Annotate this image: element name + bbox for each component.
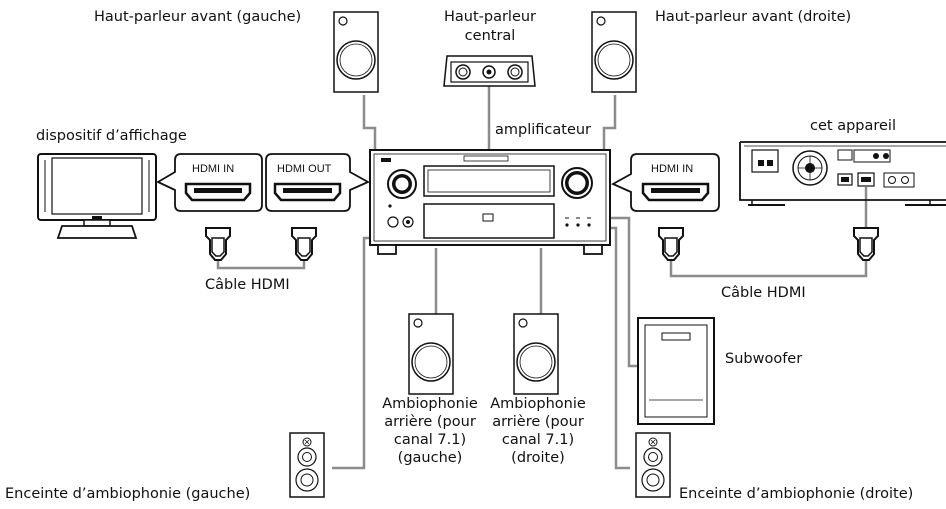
- rear-left-speaker: [408, 313, 454, 395]
- rear-left-label-line1: Ambiophonie: [382, 396, 478, 412]
- subwoofer-label: Subwoofer: [725, 351, 803, 367]
- display-hdmi-in-callout: [156, 153, 263, 212]
- center-speaker-label-line2: central: [464, 28, 516, 44]
- rear-right-speaker: [513, 313, 559, 395]
- surround-left-speaker: [289, 432, 325, 498]
- amplifier-label: amplificateur: [495, 122, 592, 138]
- wire-front-right: [602, 95, 617, 150]
- display-device: [37, 153, 157, 239]
- wire-subwoofer: [610, 216, 638, 368]
- front-right-speaker: [591, 11, 637, 93]
- display-device-label: dispositif d’affichage: [36, 128, 187, 144]
- hdmi-cable-left-label: Câble HDMI: [205, 277, 290, 293]
- amp-hdmi-in-callout: [610, 153, 720, 212]
- rear-right-label-line2: arrière (pour: [492, 414, 584, 430]
- center-speaker: [443, 55, 536, 87]
- amp-hdmi-out-port-label: HDMI OUT: [277, 163, 332, 175]
- rear-right-label-line3: canal 7.1): [501, 432, 575, 448]
- this-unit-label: cet appareil: [810, 118, 896, 134]
- this-unit-player: [739, 141, 946, 206]
- rear-left-label-line2: arrière (pour: [384, 414, 476, 430]
- hdmi-plug-unit: [853, 227, 879, 261]
- rear-right-label-line4: (droite): [511, 450, 565, 466]
- rear-left-label-line4: (gauche): [397, 450, 463, 466]
- front-left-speaker-label: Haut-parleur avant (gauche): [94, 9, 302, 25]
- hdmi-plug-display: [205, 227, 231, 261]
- hdmi-plug-amp-in: [658, 227, 684, 261]
- wire-hdmi-display-amp: [216, 259, 306, 270]
- display-hdmi-in-port-label: HDMI IN: [192, 163, 235, 175]
- hdmi-cable-right-label: Câble HDMI: [721, 285, 806, 301]
- amp-hdmi-out-callout: [265, 153, 371, 212]
- subwoofer-unit: [637, 317, 715, 425]
- center-speaker-label-line1: Haut-parleur: [443, 9, 537, 25]
- wire-surround-right: [610, 226, 630, 470]
- amp-hdmi-in-port-label: HDMI IN: [651, 163, 694, 175]
- rear-left-label-line3: canal 7.1): [393, 432, 467, 448]
- amplifier-unit: [369, 149, 611, 255]
- wire-front-left: [362, 95, 377, 150]
- wire-surround-left: [332, 236, 374, 470]
- rear-right-label-line1: Ambiophonie: [490, 396, 586, 412]
- hdmi-plug-amp-out: [291, 227, 317, 261]
- wire-hdmi-unit-amp: [669, 260, 868, 278]
- surround-right-speaker: [635, 432, 671, 498]
- front-right-speaker-label: Haut-parleur avant (droite): [655, 9, 852, 25]
- surround-right-label: Enceinte d’ambiophonie (droite): [679, 486, 914, 502]
- front-left-speaker: [333, 11, 379, 93]
- surround-left-label: Enceinte d’ambiophonie (gauche): [5, 486, 251, 502]
